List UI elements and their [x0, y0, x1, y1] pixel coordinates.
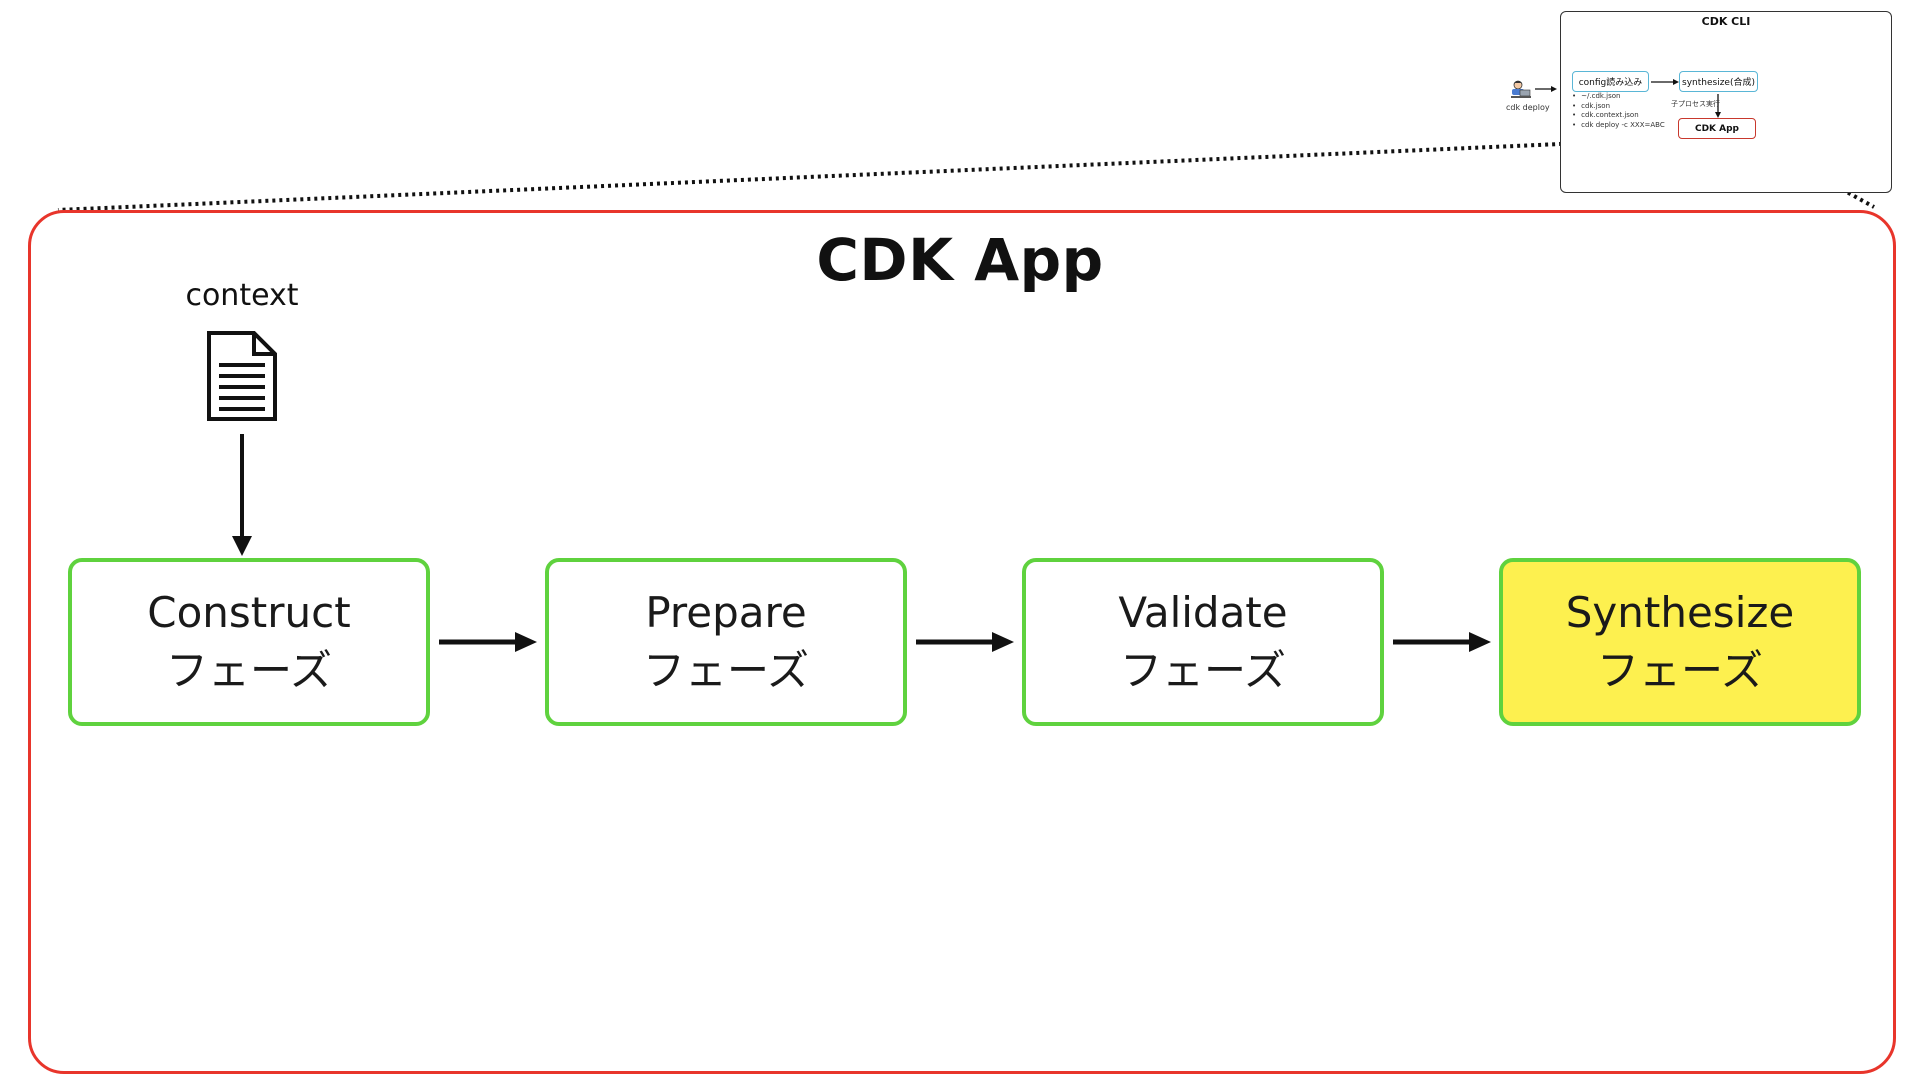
phase-name: Construct [147, 588, 351, 637]
phase-prepare: Prepare フェーズ [545, 558, 907, 726]
config-source-item: cdk.json [1572, 102, 1665, 112]
context-label: context [185, 278, 299, 313]
config-source-item: cdk deploy -c XXX=ABC [1572, 121, 1665, 131]
context-to-construct-arrow [232, 434, 252, 556]
phase-synthesize: Synthesize フェーズ [1499, 558, 1861, 726]
zoom-line-left [57, 137, 1675, 212]
phase-name: Synthesize [1565, 588, 1795, 637]
document-icon [207, 331, 277, 421]
config-source-item: ~/.cdk.json [1572, 92, 1665, 102]
synthesize-node: synthesize(合成) [1679, 71, 1758, 92]
phase-suffix: フェーズ [1120, 646, 1286, 695]
config-sources-list: ~/.cdk.json cdk.json cdk.context.json cd… [1572, 92, 1665, 130]
cdk-app-title: CDK App [816, 226, 1104, 294]
config-source-item: cdk.context.json [1572, 111, 1665, 121]
arrow-construct-to-prepare [439, 632, 537, 652]
cdk-cli-title: CDK CLI [1701, 15, 1751, 28]
phase-suffix: フェーズ [1597, 646, 1763, 695]
phase-suffix: フェーズ [643, 646, 809, 695]
config-node: config読み込み [1572, 71, 1649, 92]
phase-name: Prepare [645, 588, 807, 637]
cdk-app-frame [28, 210, 1896, 1074]
config-to-synth-arrow [1651, 79, 1679, 85]
cdk-app-node: CDK App [1678, 118, 1756, 139]
user-at-laptop-icon [1511, 80, 1531, 98]
cdk-deploy-label: cdk deploy [1506, 103, 1550, 112]
phase-suffix: フェーズ [166, 646, 332, 695]
arrow-prepare-to-validate [916, 632, 1014, 652]
phase-name: Validate [1118, 588, 1288, 637]
phase-construct: Construct フェーズ [68, 558, 430, 726]
user-to-config-arrow [1535, 86, 1557, 92]
synth-to-app-arrow [1715, 94, 1721, 118]
arrow-validate-to-synthesize [1393, 632, 1491, 652]
subprocess-note: 子プロセス実行 [1671, 100, 1720, 108]
phase-validate: Validate フェーズ [1022, 558, 1384, 726]
